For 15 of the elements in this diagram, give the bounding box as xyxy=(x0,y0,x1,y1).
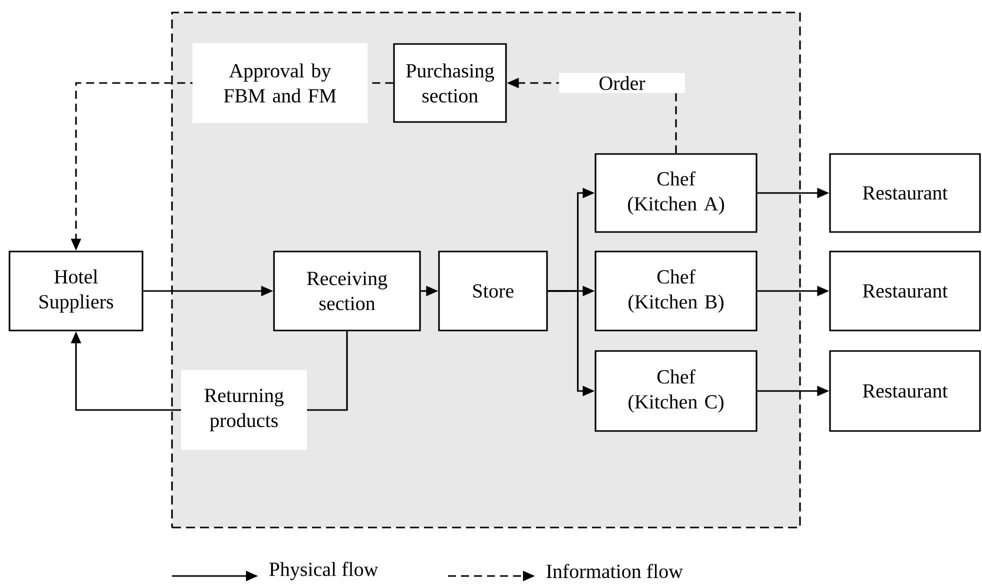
process-box: Purchasing section xyxy=(393,43,507,123)
process-box: Restaurant xyxy=(829,153,981,233)
process-box: Store xyxy=(438,250,548,332)
process-box: Chef (Kitchen C) xyxy=(594,350,758,432)
process-box: Receiving section xyxy=(273,250,421,332)
process-box: Restaurant xyxy=(829,350,981,432)
edge-label: Returning products xyxy=(181,370,307,450)
edge-label: Approval by FBM and FM xyxy=(192,43,368,123)
legend-text: Physical flow xyxy=(269,562,378,580)
process-box: Hotel Suppliers xyxy=(8,250,144,332)
process-box: Chef (Kitchen B) xyxy=(594,250,758,332)
legend-text: Information flow xyxy=(546,564,683,578)
process-box: Restaurant xyxy=(829,250,981,332)
edge-label: Order xyxy=(559,72,685,94)
process-box: Chef (Kitchen A) xyxy=(594,153,758,233)
